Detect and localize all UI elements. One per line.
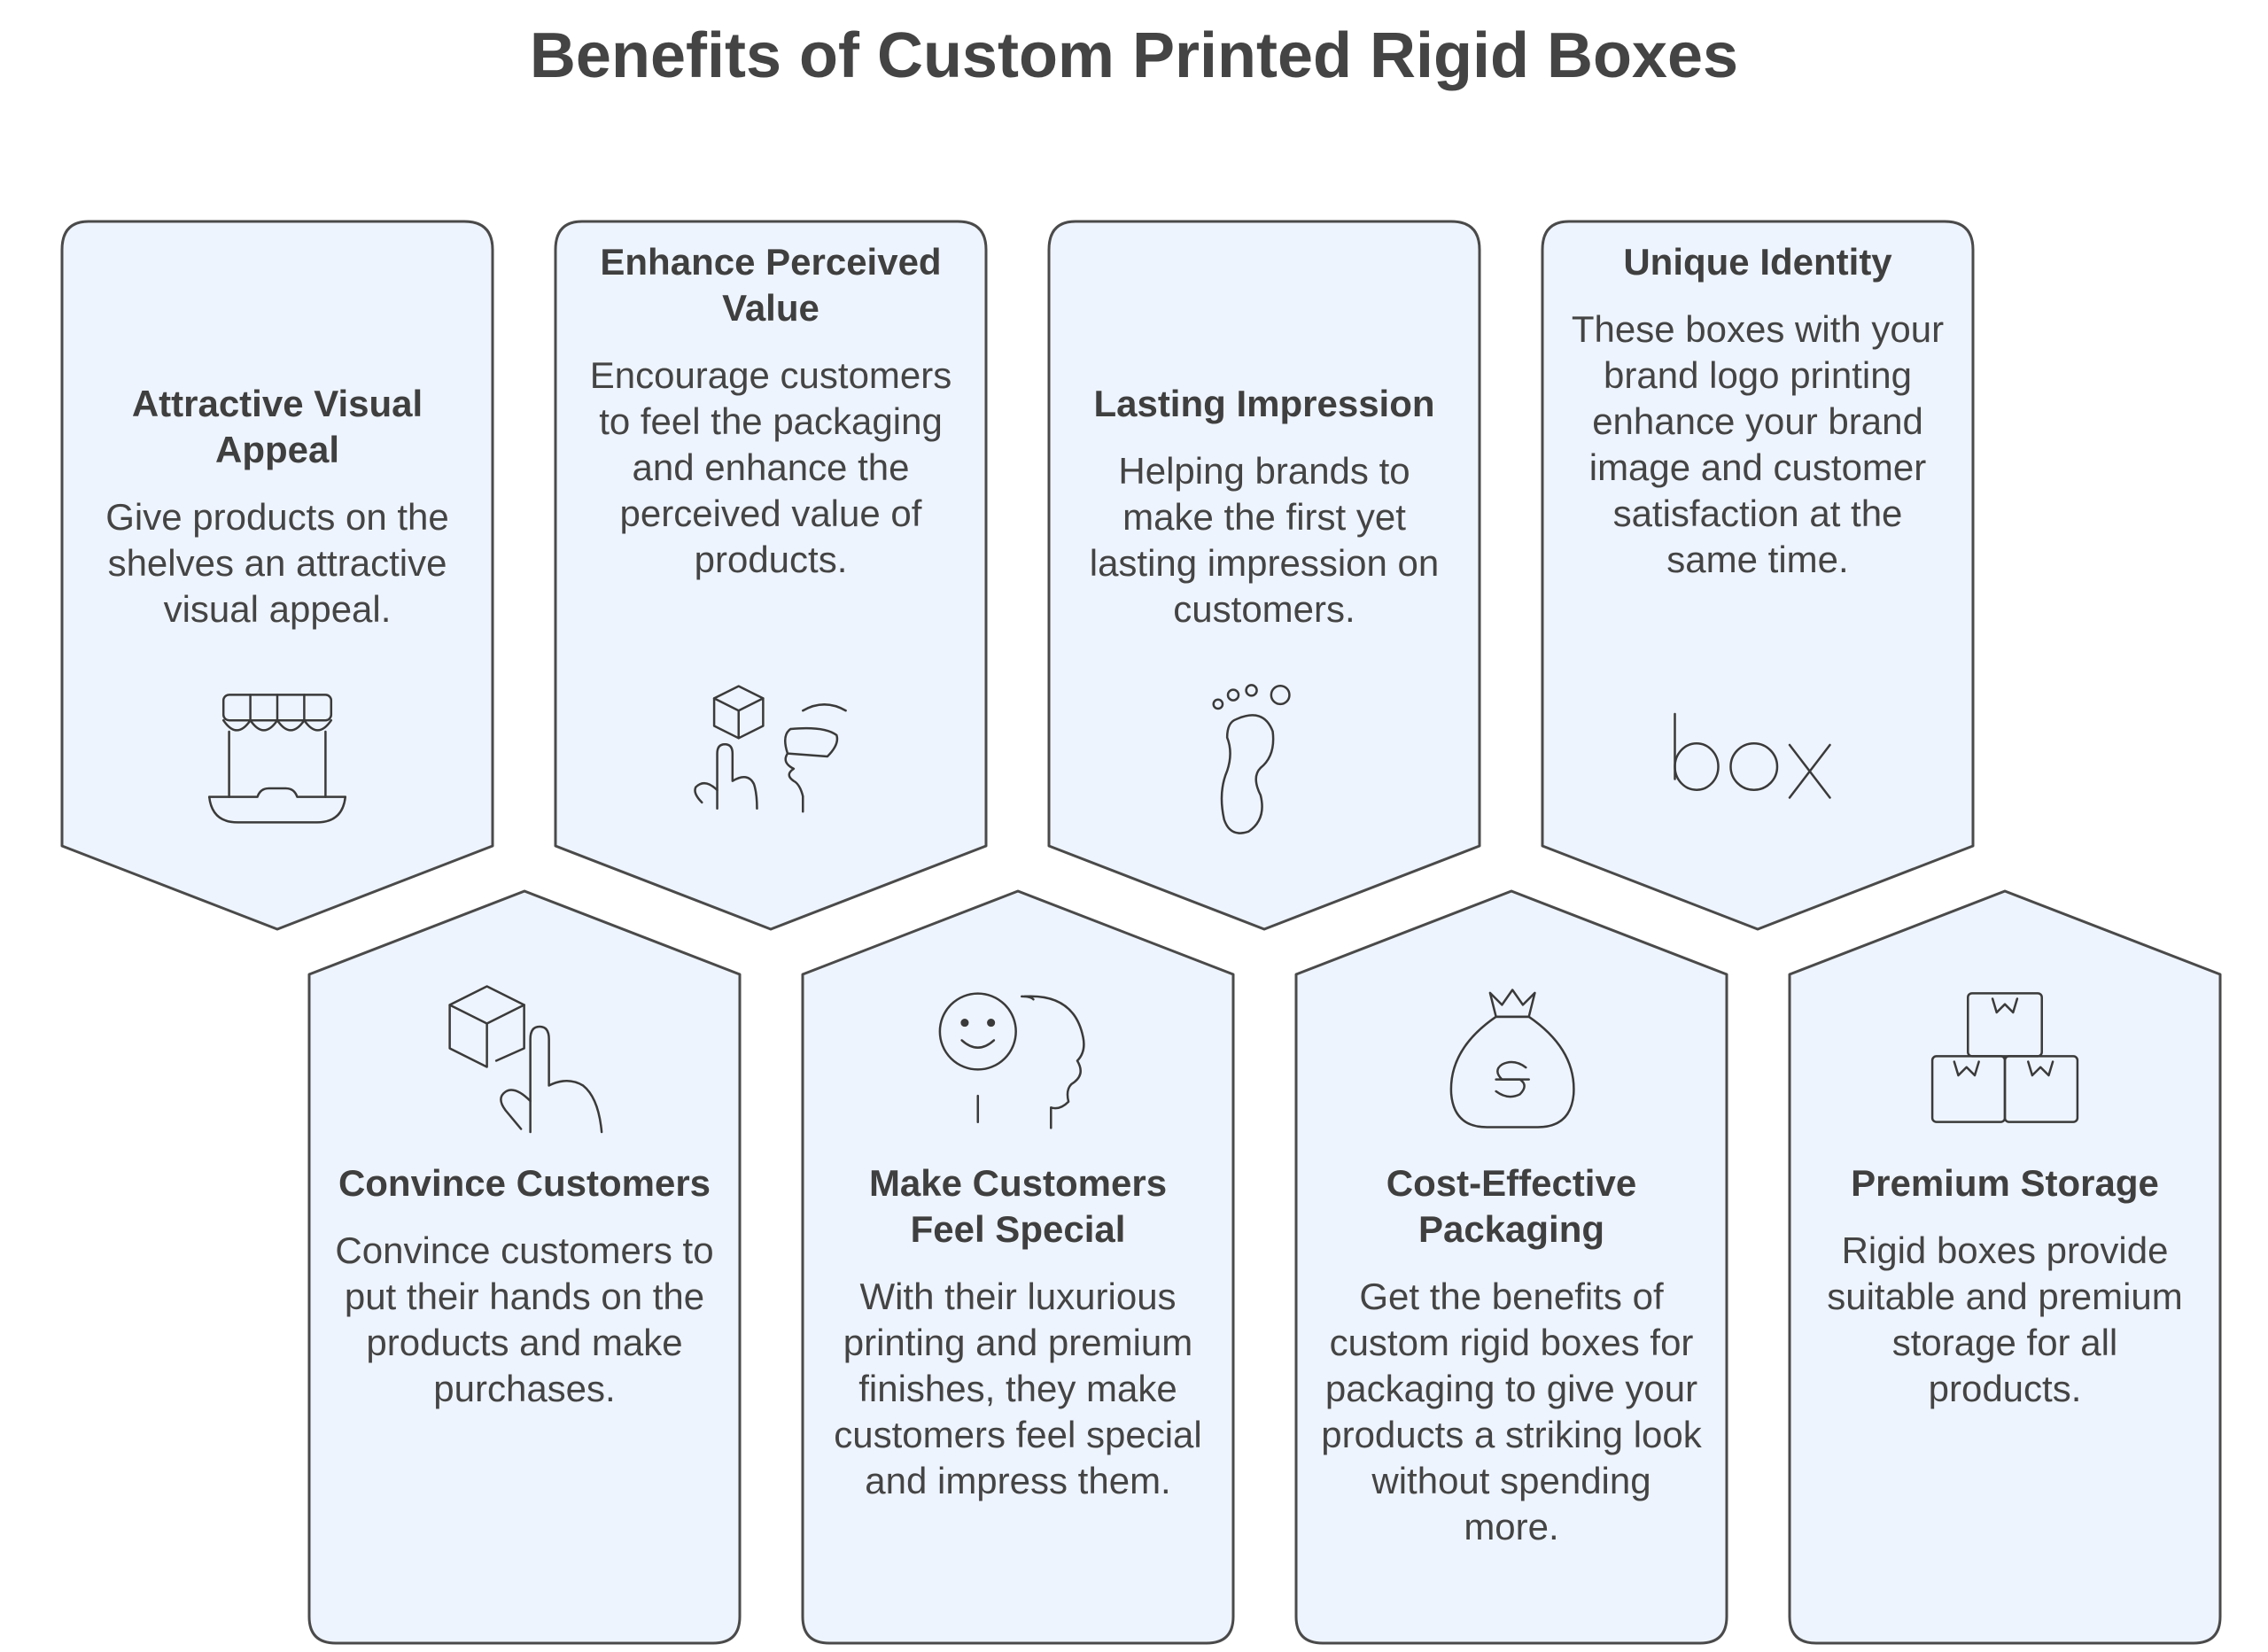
card-heading: Unique Identity — [1623, 241, 1892, 283]
card-premium-storage: Premium Storage Rigid boxes provide suit… — [1814, 1160, 2195, 1412]
card-top-1-shape — [60, 220, 494, 931]
card-unique-identity: Unique Identity These boxes with your br… — [1567, 239, 1948, 583]
card-body: These boxes with your brand logo printin… — [1571, 308, 1945, 580]
card-cost-effective-packaging: Cost-Effective Packaging Get the benefit… — [1321, 1160, 1702, 1550]
card-heading: Attractive Visual Appeal — [131, 383, 423, 470]
card-bottom-2-shape — [801, 889, 1235, 1645]
card-convince-customers: Convince Customers Convince customers to… — [327, 1160, 722, 1412]
card-heading: Premium Storage — [1851, 1162, 2159, 1204]
card-make-customers-feel-special: Make Customers Feel Special With their l… — [827, 1160, 1208, 1504]
storefront-icon — [202, 689, 353, 831]
card-top-2-shape — [554, 220, 988, 931]
card-body: Convince customers to put their hands on… — [335, 1229, 714, 1409]
card-body: Get the benefits of custom rigid boxes f… — [1321, 1276, 1702, 1547]
card-heading: Enhance Perceived Value — [600, 241, 942, 329]
card-top-3-shape — [1047, 220, 1481, 931]
card-bottom-3-shape — [1294, 889, 1728, 1645]
box-touch-customer-icon — [687, 682, 855, 837]
card-body: With their luxurious printing and premiu… — [834, 1276, 1202, 1501]
box-hand-icon — [443, 983, 607, 1138]
card-heading: Make Customers Feel Special — [868, 1162, 1168, 1250]
card-bottom-4-shape — [1788, 889, 2222, 1645]
card-heading: Cost-Effective Packaging — [1386, 1162, 1637, 1250]
card-body: Helping brands to make the first yet las… — [1089, 450, 1440, 630]
happy-face-icon — [939, 988, 1094, 1134]
money-bag-icon — [1442, 983, 1584, 1134]
stacked-boxes-icon — [1930, 990, 2080, 1128]
card-attractive-visual-appeal: Attractive Visual Appeal Give products o… — [80, 381, 475, 632]
card-enhance-perceived-value: Enhance Perceived Value Encourage custom… — [580, 239, 961, 583]
card-heading: Lasting Impression — [1093, 383, 1435, 424]
card-top-4-shape — [1541, 220, 1975, 931]
footprint-icon — [1212, 682, 1318, 842]
card-bottom-1-shape — [307, 889, 742, 1645]
page-title: Benefits of Custom Printed Rigid Boxes — [529, 20, 1739, 91]
card-body: Give products on the shelves an attracti… — [105, 496, 449, 630]
box-logo-icon — [1666, 709, 1852, 806]
card-body: Encourage customers to feel the packagin… — [589, 354, 952, 580]
card-lasting-impression: Lasting Impression Helping brands to mak… — [1074, 381, 1455, 632]
card-body: Rigid boxes provide suitable and premium… — [1827, 1229, 2183, 1409]
card-heading: Convince Customers — [338, 1162, 711, 1204]
